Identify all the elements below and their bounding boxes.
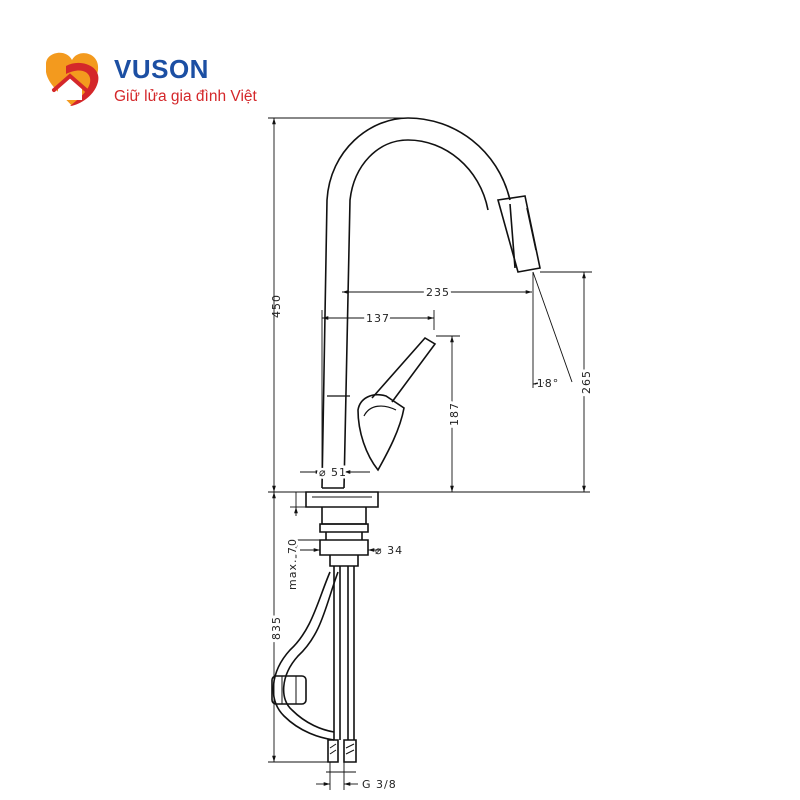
vuson-logo: VUSON Giữ lửa gia đình Việt	[36, 44, 266, 114]
dimension-lines	[268, 117, 592, 790]
faucet-outline	[271, 117, 541, 763]
brand-name: VUSON	[114, 54, 209, 84]
dim-lever-height: 187	[448, 402, 461, 426]
brand-tagline: Giữ lửa gia đình Việt	[114, 88, 257, 105]
house-heart-icon	[46, 52, 99, 106]
dim-total-height: 450	[270, 294, 283, 318]
dim-thread-size: G 3/8	[362, 778, 397, 791]
dim-spout-reach: 235	[426, 286, 450, 299]
dim-lever-offset: 137	[366, 312, 390, 325]
dim-spout-height: 265	[580, 370, 593, 394]
dim-spray-angle: 18°	[537, 377, 560, 390]
dim-shank-diameter: ⌀ 34	[375, 544, 403, 557]
dim-deck-thickness: max. 70	[286, 538, 299, 590]
dimension-labels: 450 235 137 187 265 18° ⌀ 51 ⌀ 34 max. 7…	[267, 283, 596, 791]
dim-hose-length: 835	[270, 616, 283, 640]
dim-base-diameter: ⌀ 51	[319, 466, 347, 479]
